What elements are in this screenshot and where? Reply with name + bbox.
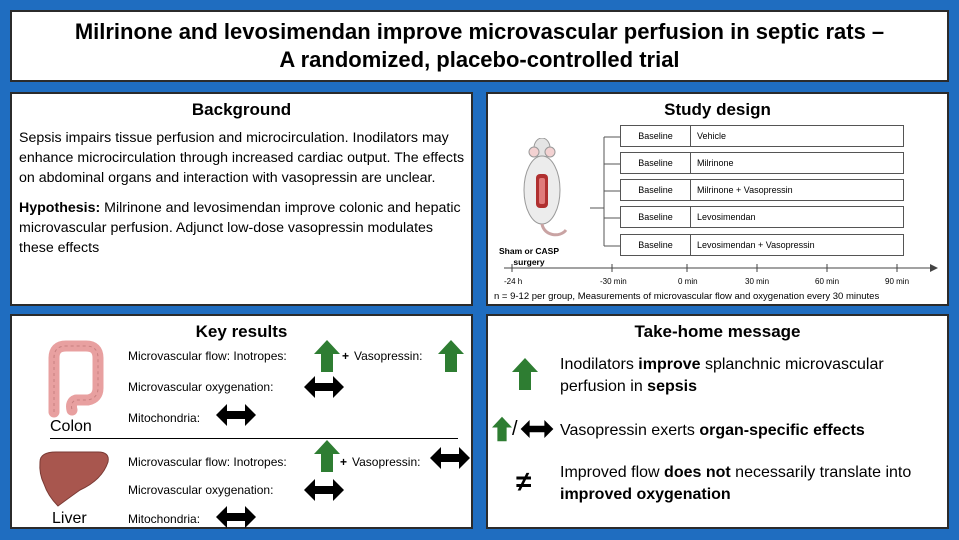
slash-sign: / <box>512 418 518 440</box>
take-home-heading: Take-home message <box>634 322 801 341</box>
timeline-tick: -30 min <box>600 277 627 286</box>
liver-oxy-label: Microvascular oxygenation: <box>128 483 274 497</box>
up-arrow-icon <box>492 416 512 442</box>
study-design-heading: Study design <box>664 100 771 119</box>
timeline-tick: 90 min <box>885 277 910 286</box>
neutral-arrow-icon <box>430 447 470 469</box>
neutral-arrow-icon <box>304 376 344 398</box>
colon-mito-label: Mitochondria: <box>128 411 201 425</box>
up-arrow-icon <box>512 358 538 390</box>
poster-title: Milrinone and levosimendan improve micro… <box>74 19 885 72</box>
study-footnote: n = 9-12 per group, Measurements of micr… <box>494 291 880 302</box>
message-3: Improved flow does not necessarily trans… <box>560 464 912 503</box>
liver-mito-label: Mitochondria: <box>128 512 201 526</box>
liver-vaso-label: Vasopressin: <box>352 455 421 469</box>
colon-vaso-label: Vasopressin: <box>354 349 423 363</box>
timeline-tick: -24 h <box>504 277 523 286</box>
neutral-arrow-icon <box>304 479 344 501</box>
colon-label: Colon <box>50 418 92 435</box>
take-home-panel: Take-home message Inodilators improve sp… <box>486 314 949 529</box>
message-2: Vasopressin exerts organ-specific effect… <box>560 422 865 439</box>
timeline-tick: 60 min <box>815 277 840 286</box>
key-results-heading: Key results <box>195 322 288 341</box>
study-design-panel: Study design Sham or CASP surgery Baseli… <box>486 92 949 306</box>
surgery-label: Sham or CASP surgery <box>499 246 559 267</box>
neutral-arrow-icon <box>216 404 256 426</box>
liver-flow-label: Microvascular flow: Inotropes: <box>128 455 287 469</box>
up-arrow-icon <box>314 440 340 472</box>
hypothesis-paragraph: Hypothesis: Milrinone and levosimendan i… <box>19 200 461 256</box>
arm-bracket <box>590 136 620 247</box>
timeline-axis <box>504 264 938 272</box>
colon-oxy-label: Microvascular oxygenation: <box>128 380 274 394</box>
rat-illustration <box>523 138 568 237</box>
key-results-panel: Key results Colon Liver Microvascular fl… <box>10 314 473 529</box>
background-heading: Background <box>191 100 292 119</box>
plus-sign: + <box>340 455 348 469</box>
plus-sign: + <box>342 349 350 363</box>
not-equal-icon: ≠ <box>516 466 532 497</box>
colon-flow-label: Microvascular flow: Inotropes: <box>128 349 287 363</box>
up-arrow-icon <box>314 340 340 372</box>
liver-icon <box>39 451 109 507</box>
timeline-tick: 30 min <box>745 277 770 286</box>
timeline-tick: 0 min <box>678 277 698 286</box>
message-1: Inodilators improve splanchnic microvasc… <box>560 356 884 395</box>
neutral-arrow-icon <box>216 506 256 528</box>
background-paragraph: Sepsis impairs tissue perfusion and micr… <box>19 130 465 186</box>
background-panel: Background Sepsis impairs tissue perfusi… <box>10 92 473 306</box>
background-text: Sepsis impairs tissue perfusion and micr… <box>12 120 471 258</box>
up-arrow-icon <box>438 340 464 372</box>
liver-label: Liver <box>52 510 87 527</box>
neutral-arrow-icon <box>520 420 554 438</box>
colon-icon <box>48 340 104 418</box>
organ-divider <box>50 438 458 439</box>
title-box: Milrinone and levosimendan improve micro… <box>10 10 949 82</box>
